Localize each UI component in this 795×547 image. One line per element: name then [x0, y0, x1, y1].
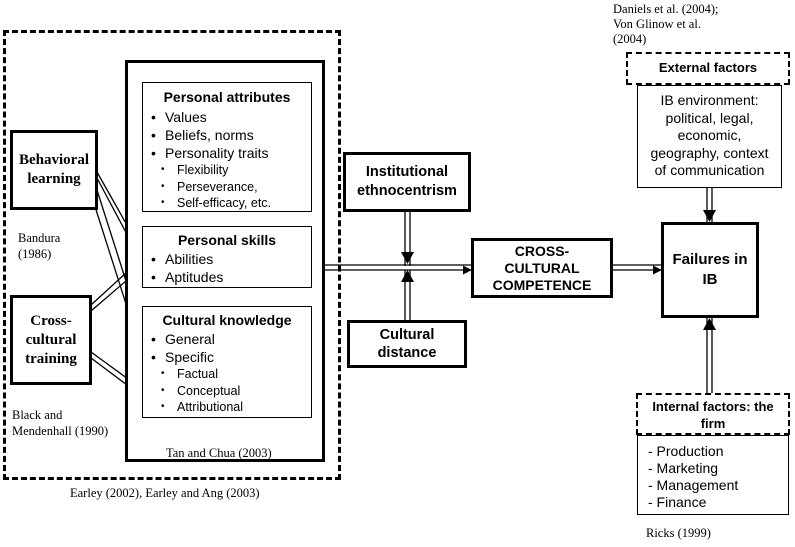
black-citation: Black and Mendenhall (1990): [12, 407, 108, 439]
attribute-item: Values: [149, 108, 305, 126]
attribute-sub-item: Flexibility: [149, 162, 305, 179]
institutional-ethnocentrism-box: Institutional ethnocentrism: [343, 152, 471, 212]
cross-cultural-training-box: Cross- cultural training: [10, 295, 92, 385]
attribute-item: Beliefs, norms: [149, 126, 305, 144]
bandura-citation: Bandura (1986): [18, 230, 60, 262]
internal-item: - Management: [648, 477, 739, 493]
arrow-to-competence: [325, 264, 472, 275]
internal-title-line2: firm: [700, 416, 726, 431]
internal-factors-body: - Production - Marketing - Management - …: [637, 435, 789, 515]
behavioral-learning-box: Behavioral learning: [10, 130, 98, 210]
internal-title-line1: Internal factors: the: [652, 399, 774, 414]
ricks-citation: Ricks (1999): [646, 526, 711, 540]
knowledge-sub-item: Attributional: [149, 399, 305, 416]
competence-line2: CULTURAL: [504, 259, 580, 276]
black-line2: Mendenhall (1990): [12, 424, 109, 438]
daniels-citation: Daniels et al. (2004); Von Glinow et al.…: [613, 2, 719, 47]
distance-line1: Cultural: [379, 327, 435, 343]
arrow-competence-to-failures: [612, 264, 662, 275]
internal-item: - Finance: [648, 494, 707, 510]
arrow-distance-up: [401, 270, 414, 322]
competence-line3: COMPETENCE: [492, 276, 592, 293]
arrow-external-down: [703, 188, 716, 223]
skill-item: Abilities: [149, 250, 305, 268]
ethnocentrism-line2: ethnocentrism: [357, 183, 457, 199]
personal-skills-title: Personal skills: [177, 232, 277, 248]
internal-item: - Production: [648, 443, 724, 459]
external-factors-title: External factors: [658, 60, 758, 75]
cross-cultural-competence-box: CROSS- CULTURAL COMPETENCE: [471, 238, 613, 298]
behavioral-learning-line1: Behavioral: [19, 152, 89, 168]
external-body-line: of communication: [654, 162, 765, 178]
knowledge-item: Specific: [149, 348, 305, 366]
behavioral-learning-line2: learning: [27, 171, 81, 187]
earley-citation: Earley (2002), Earley and Ang (2003): [70, 486, 260, 500]
arrow-internal-up: [703, 318, 716, 393]
failures-line2: IB: [702, 271, 718, 288]
personal-attributes-title: Personal attributes: [163, 89, 291, 105]
external-body-line: economic,: [677, 127, 742, 143]
internal-item: - Marketing: [648, 460, 719, 476]
internal-factors-header: Internal factors: the firm: [636, 393, 790, 435]
training-line1: Cross-: [30, 312, 72, 329]
competence-line1: CROSS-: [514, 242, 570, 259]
knowledge-sub-item: Factual: [149, 366, 305, 383]
knowledge-item: General: [149, 330, 305, 348]
distance-line2: distance: [377, 345, 437, 361]
daniels-line1: Daniels et al. (2004);: [613, 2, 719, 16]
training-line2: cultural: [25, 331, 77, 348]
black-line1: Black and: [12, 408, 63, 422]
external-body-line: geography, context: [650, 144, 769, 161]
failures-in-ib-box: Failures in IB: [661, 222, 759, 318]
attribute-sub-item: Self-efficacy, etc.: [149, 195, 305, 212]
ethnocentrism-line1: Institutional: [365, 164, 449, 180]
earley-boundary: [3, 30, 341, 480]
training-line3: training: [25, 350, 77, 367]
attribute-sub-item: Perseverance,: [149, 179, 305, 196]
tan-chua-citation: Tan and Chua (2003): [166, 446, 272, 460]
external-factors-body: IB environment: political, legal, econom…: [637, 85, 782, 188]
daniels-line2: Von Glinow et al.: [613, 17, 701, 31]
attribute-item: Personality traits: [149, 144, 305, 162]
knowledge-sub-item: Conceptual: [149, 383, 305, 400]
daniels-line3: (2004): [613, 32, 647, 46]
skill-item: Aptitudes: [149, 268, 305, 286]
external-body-line: IB environment:: [660, 92, 759, 108]
bandura-line1: Bandura: [18, 231, 61, 245]
personal-attributes-box: Personal attributes Values Beliefs, norm…: [142, 82, 312, 212]
arrow-ethnocentrism-down: [401, 212, 414, 266]
cultural-knowledge-box: Cultural knowledge General Specific Fact…: [142, 306, 312, 418]
cultural-knowledge-title: Cultural knowledge: [162, 312, 292, 328]
external-body-line: political, legal,: [665, 109, 754, 126]
external-factors-header: External factors: [626, 52, 790, 85]
personal-skills-box: Personal skills Abilities Aptitudes: [142, 226, 312, 288]
failures-line1: Failures in: [672, 251, 748, 268]
bandura-line2: (1986): [18, 247, 52, 261]
cultural-distance-box: Cultural distance: [347, 320, 467, 368]
